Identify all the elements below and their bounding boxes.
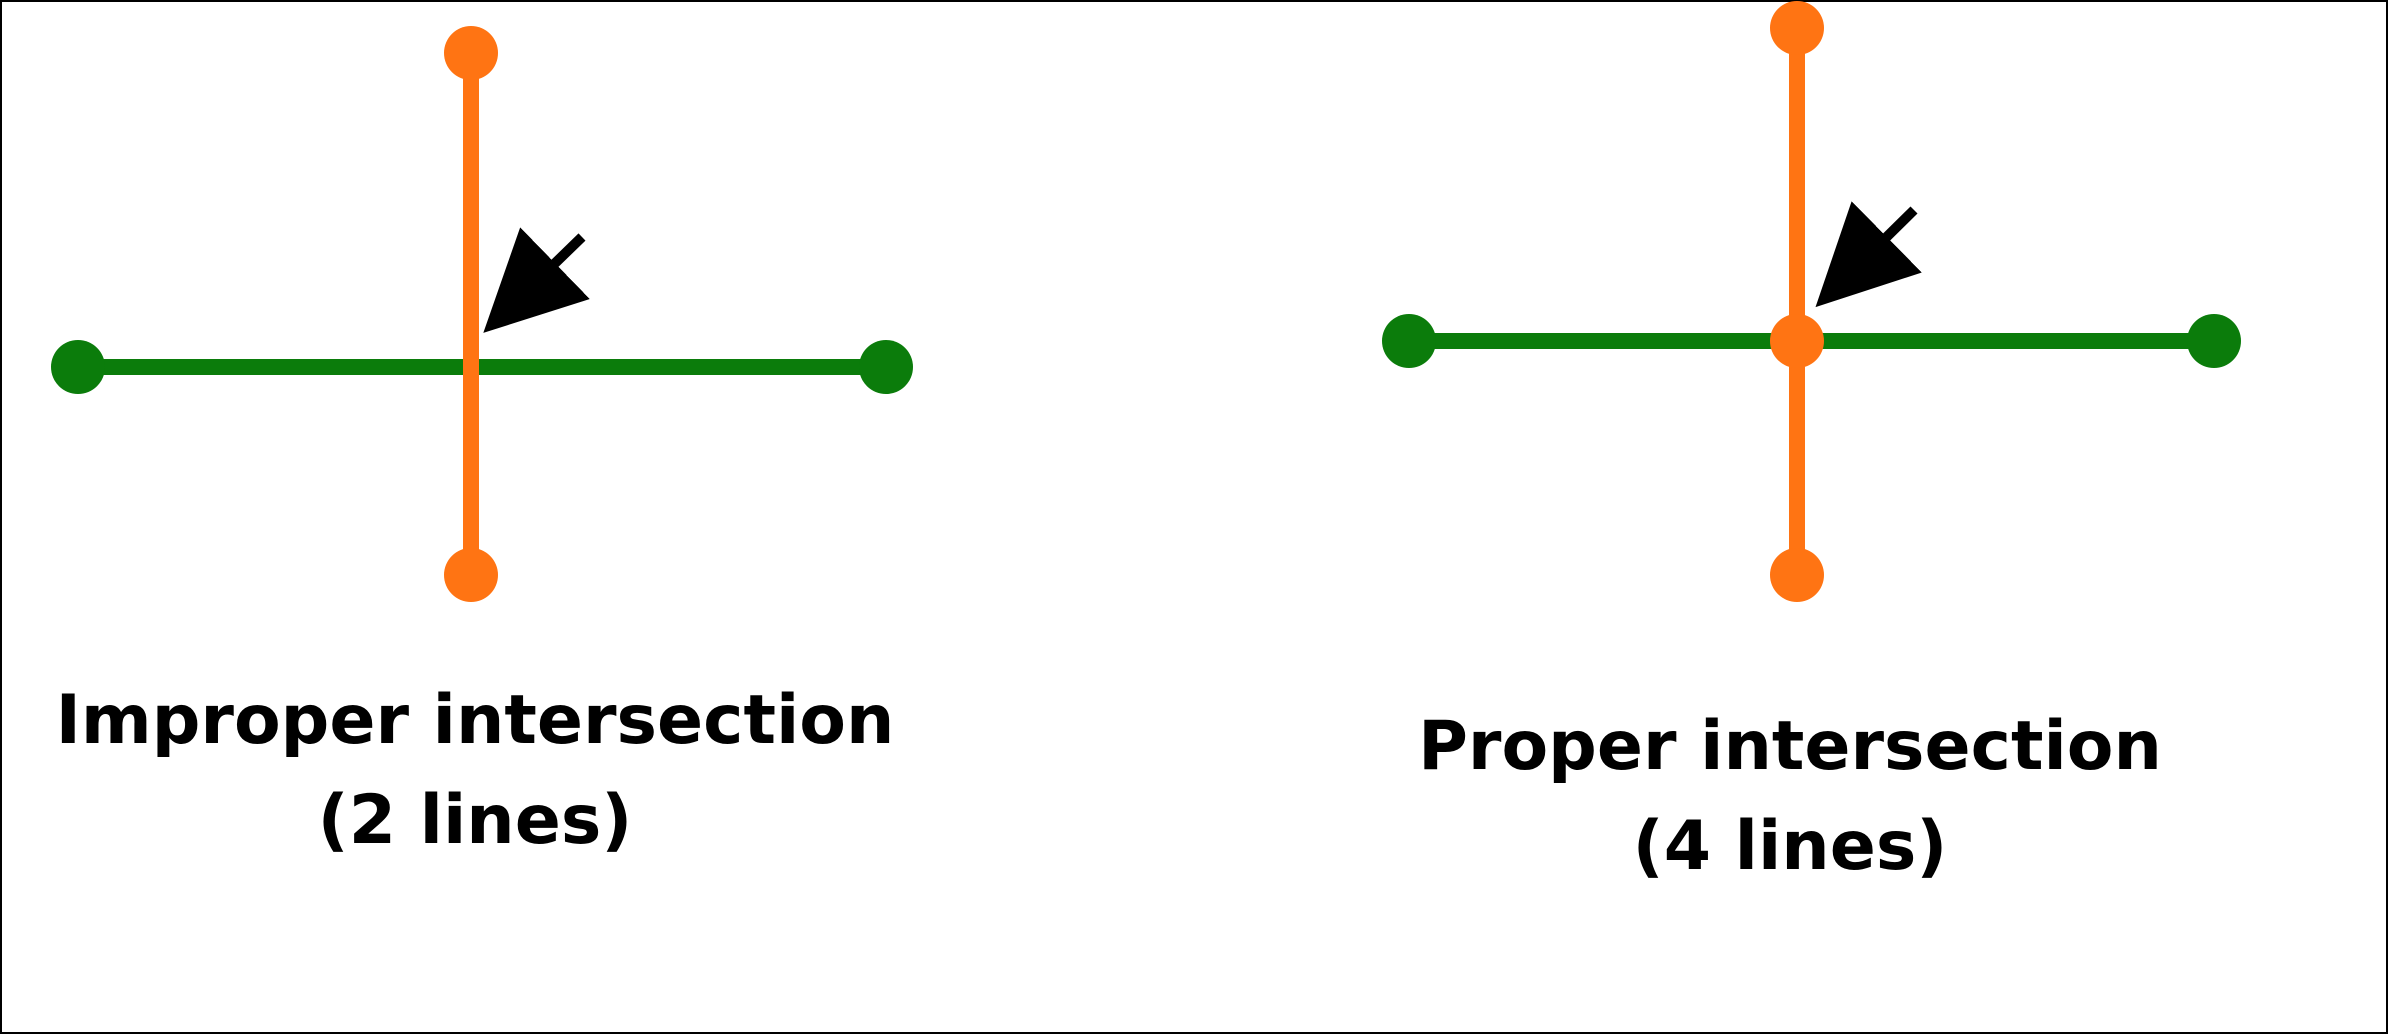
pointer-arrow <box>483 227 590 333</box>
improper-intersection-caption: Improper intersection (2 lines) <box>50 671 900 871</box>
pointer-arrow <box>1815 201 1922 308</box>
orange-endpoint-top <box>444 26 498 80</box>
green-endpoint-right <box>2187 314 2241 368</box>
green-endpoint-right <box>859 340 913 394</box>
improper-intersection-figure <box>51 26 913 602</box>
proper-intersection-caption: Proper intersection (4 lines) <box>1390 697 2190 897</box>
orange-endpoint-top <box>1770 1 1824 55</box>
caption-title: Proper intersection <box>1418 707 2162 786</box>
green-endpoint-left <box>51 340 105 394</box>
caption-subtitle: (4 lines) <box>1632 807 1948 886</box>
intersection-vertex <box>1770 314 1824 368</box>
caption-subtitle: (2 lines) <box>317 781 633 860</box>
proper-intersection-figure <box>1382 1 2241 602</box>
orange-endpoint-bottom <box>1770 548 1824 602</box>
orange-endpoint-bottom <box>444 548 498 602</box>
caption-title: Improper intersection <box>55 681 895 760</box>
green-endpoint-left <box>1382 314 1436 368</box>
